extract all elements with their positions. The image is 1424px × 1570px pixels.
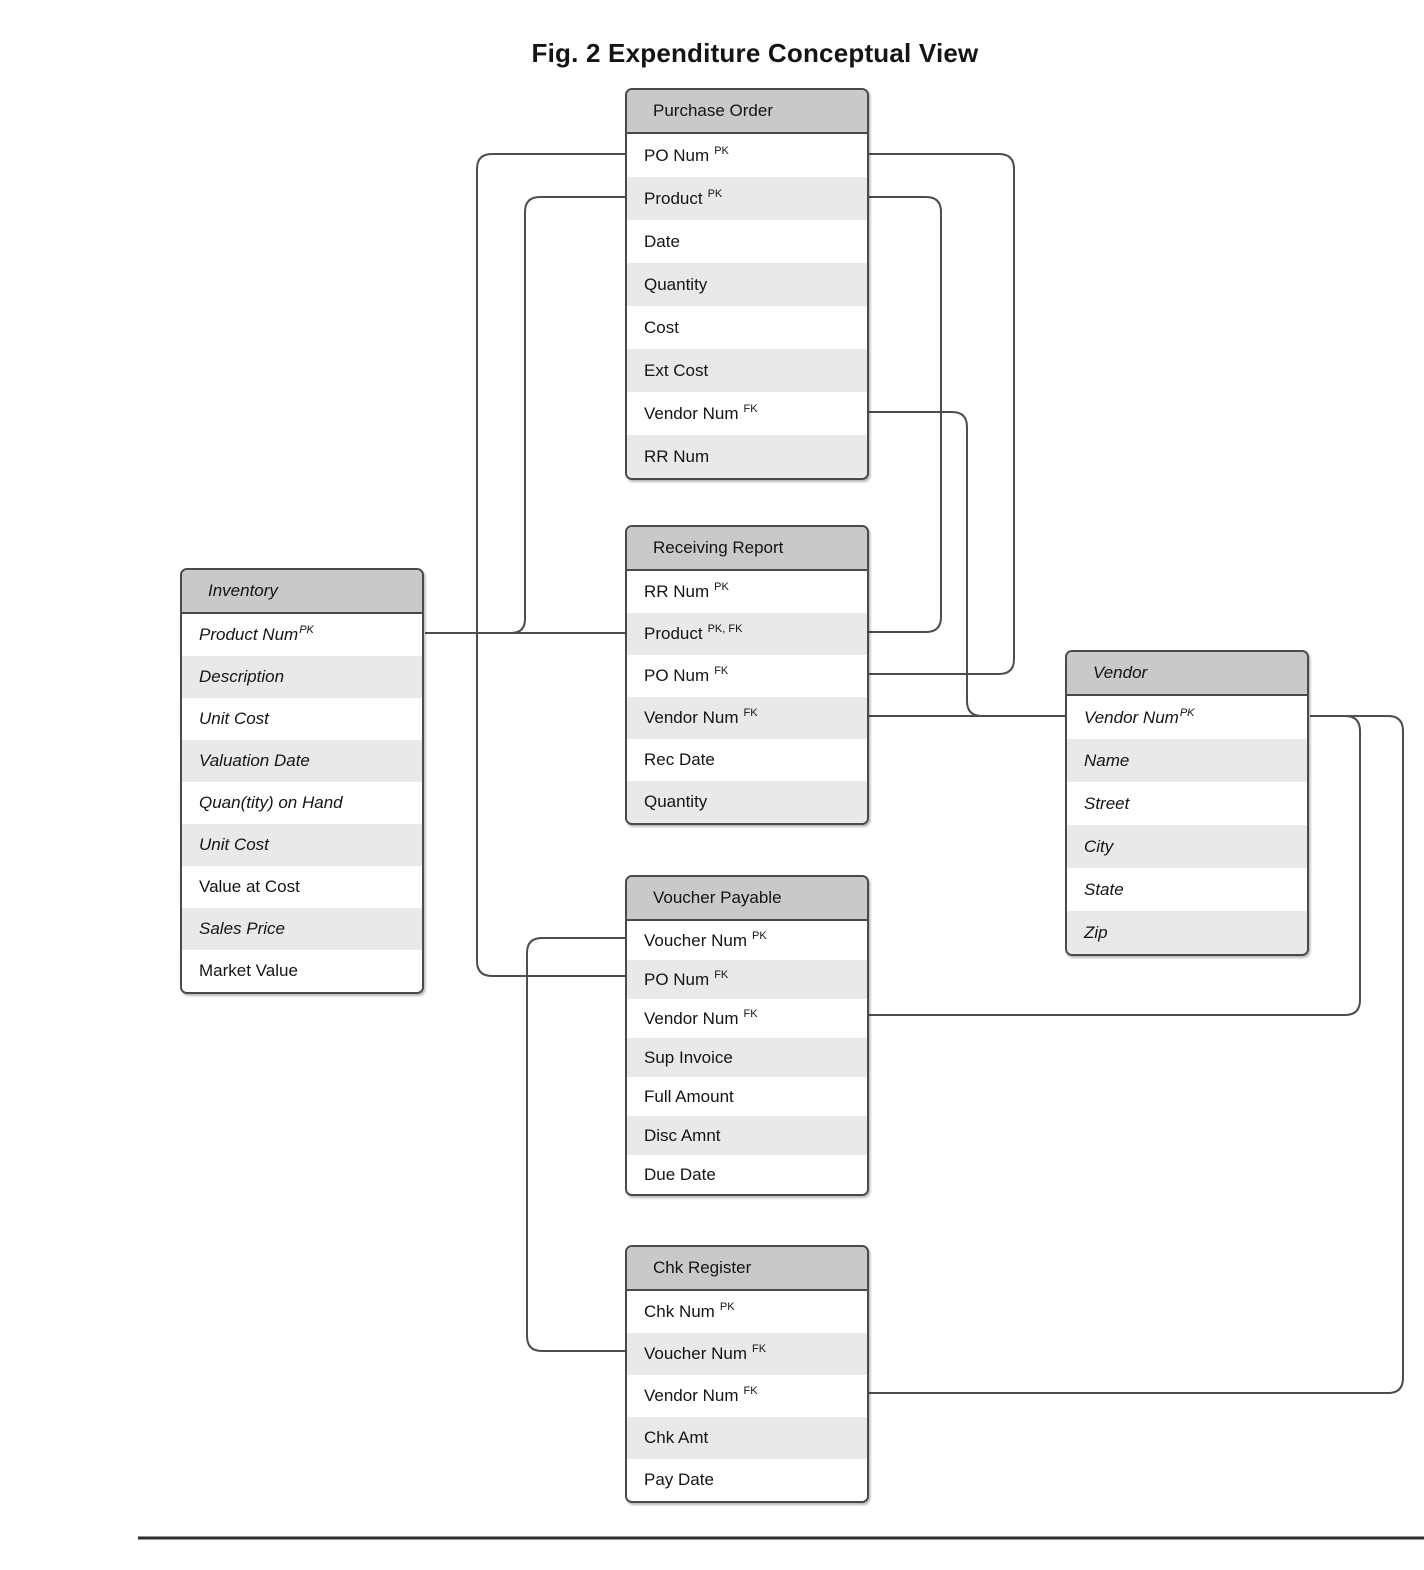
connector-vendor-vendornum-to-chk-vendornum [868, 715, 1404, 1394]
key-superscript: PK [719, 1301, 735, 1313]
table-row: Date [627, 220, 867, 263]
connector-po-ponum-to-rr-ponum [868, 153, 1015, 675]
table-row: Sup Invoice [627, 1038, 867, 1077]
table-row: Full Amount [627, 1077, 867, 1116]
key-superscript: PK [1179, 706, 1195, 719]
connector-po-vendornum-junction [868, 411, 983, 717]
table-row: Name [1067, 739, 1307, 782]
table-row: Unit Cost [182, 698, 422, 740]
table-row: Quan(tity) on Hand [182, 782, 422, 824]
key-superscript: FK [714, 665, 729, 677]
table-row: State [1067, 868, 1307, 911]
key-superscript: PK [714, 581, 729, 593]
table-row: Zip [1067, 911, 1307, 954]
table-row: Quantity [627, 781, 867, 823]
table-row: Unit Cost [182, 824, 422, 866]
key-superscript: PK [299, 624, 314, 636]
connector-po-product-to-rr-product [868, 196, 942, 633]
table-row: Value at Cost [182, 866, 422, 908]
key-superscript: PK [714, 144, 729, 157]
key-superscript: PK [752, 929, 767, 942]
connector-po-ponum-to-vp-ponum [476, 153, 625, 977]
key-superscript: FK [743, 1007, 758, 1020]
key-superscript: PK, FK [707, 623, 743, 635]
table-header: Chk Register [627, 1247, 867, 1291]
table-row: Ext Cost [627, 349, 867, 392]
key-superscript: FK [743, 707, 758, 719]
table-header: Voucher Payable [627, 877, 867, 921]
key-superscript: FK [743, 402, 758, 415]
table-header: Vendor [1067, 652, 1307, 696]
table-row: RR Num [627, 435, 867, 478]
table-row: Rec Date [627, 739, 867, 781]
table-title: Vendor [1093, 663, 1148, 682]
table-row: Pay Date [627, 1459, 867, 1501]
key-superscript: FK [752, 1343, 767, 1355]
table-row: Cost [627, 306, 867, 349]
table-header: Purchase Order [627, 90, 867, 134]
table-header: Receiving Report [627, 527, 867, 571]
table-row: Valuation Date [182, 740, 422, 782]
key-superscript: FK [714, 968, 729, 981]
table-row: Description [182, 656, 422, 698]
table-header: Inventory [182, 570, 422, 614]
table-row: Street [1067, 782, 1307, 825]
table-title: Receiving Report [653, 538, 784, 557]
key-superscript: PK [707, 187, 723, 200]
table-row: Sales Price [182, 908, 422, 950]
table-row: Disc Amnt [627, 1116, 867, 1155]
table-row: Quantity [627, 263, 867, 306]
connector-po-product-left-junction [510, 196, 625, 634]
figure-title: Fig. 2 Expenditure Conceptual View [531, 38, 979, 68]
table-title: Purchase Order [653, 101, 773, 120]
table-row: Due Date [627, 1155, 867, 1194]
connector-vp-vouchernum-to-chk-vouchernum [526, 937, 625, 1352]
table-row: Market Value [182, 950, 422, 992]
table-row: Chk Amt [627, 1417, 867, 1459]
table-title: Voucher Payable [653, 888, 782, 907]
table-title: Chk Register [653, 1258, 752, 1277]
table-title: Inventory [208, 581, 278, 600]
table-row: City [1067, 825, 1307, 868]
key-superscript: FK [743, 1385, 758, 1397]
